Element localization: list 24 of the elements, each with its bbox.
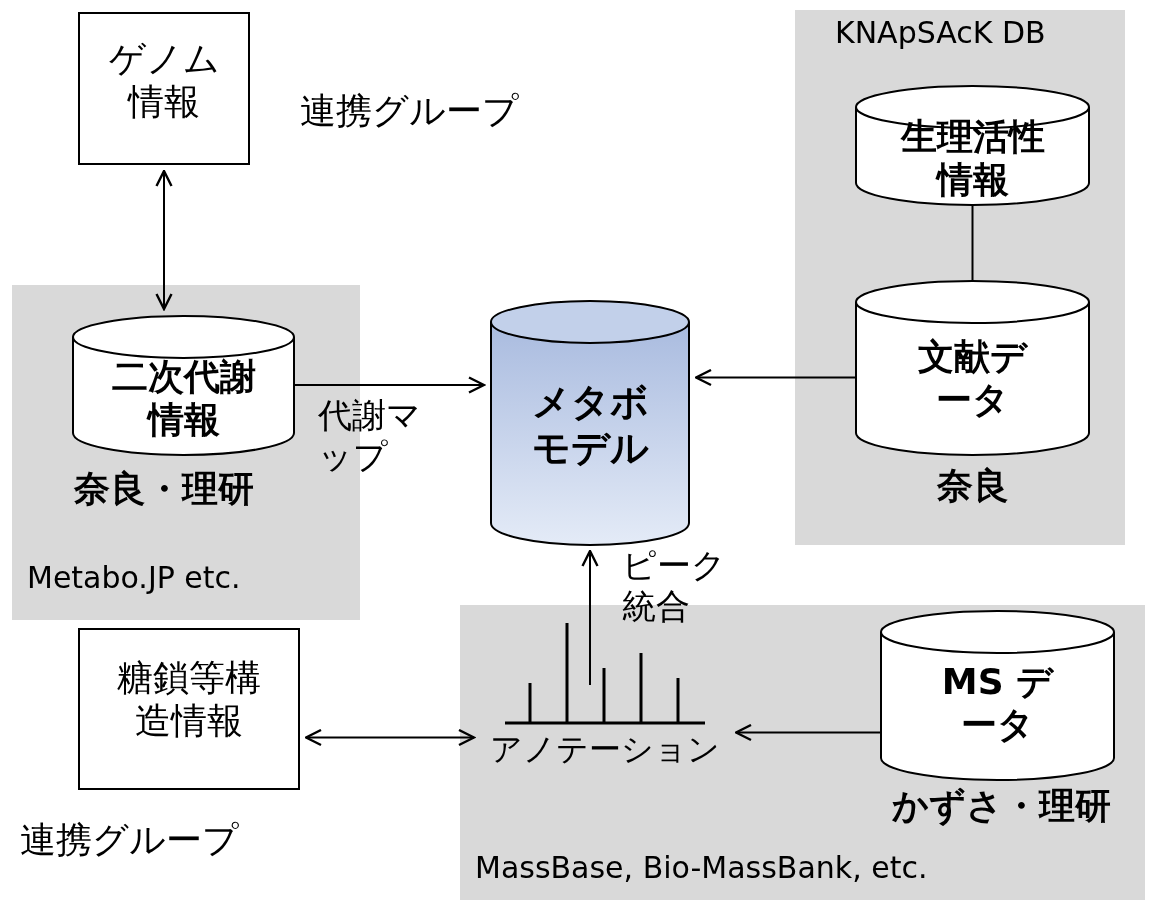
edge-label: ピーク統合 [622,545,727,627]
node-caption: 連携グループ [20,818,239,862]
node-label: 糖鎖等構造情報 [116,656,262,743]
panel-title: MassBase, Bio-MassBank, etc. [475,850,928,885]
node-caption: 奈良・理研 [74,467,254,511]
node-caption: 連携グループ [300,89,519,133]
node-label: 二次代謝情報 [110,355,257,442]
arrow [581,549,599,686]
node-label: アノテーション [489,730,721,769]
arrow [734,723,881,742]
edge-label: 代謝マップ [318,395,422,477]
node-label: 文献データ [917,335,1028,422]
node-label: ゲノム情報 [107,37,221,124]
panel-title: KNApSAcK DB [835,15,1046,50]
node-label: 生理活性情報 [899,115,1046,202]
panel-title: Metabo.JP etc. [27,560,241,595]
node-label: メタボモデル [530,380,650,472]
arrow [694,368,856,387]
node-caption: かずさ・理研 [892,784,1111,828]
node-label: MS データ [940,660,1055,747]
node-caption: 奈良 [937,464,1009,508]
arrow [304,728,476,747]
arrow [294,376,486,394]
arrow [155,169,173,311]
